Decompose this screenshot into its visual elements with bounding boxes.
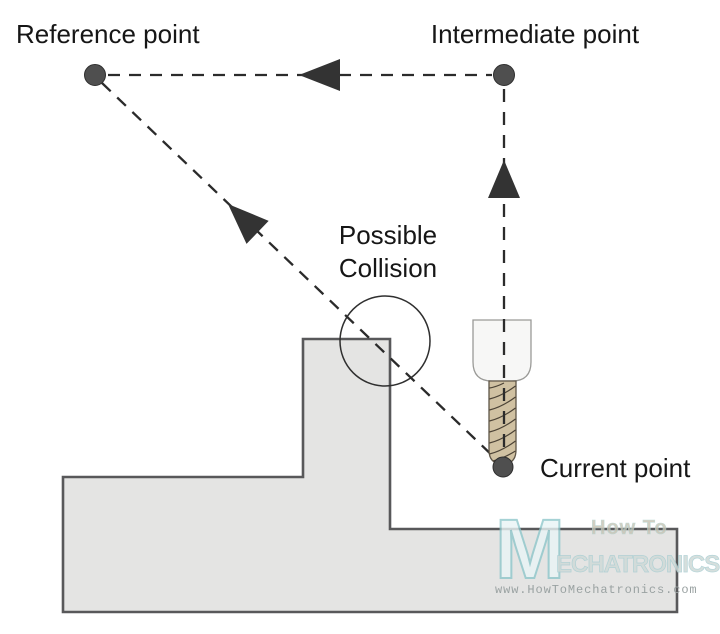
current-point-label: Current point <box>540 453 691 483</box>
intermediate-point-label: Intermediate point <box>431 19 640 49</box>
arrow-left-icon <box>299 59 340 91</box>
arrow-up-left-icon <box>228 204 269 244</box>
arrow-up-icon <box>488 160 520 198</box>
watermark-brand-line1: How To <box>591 517 668 539</box>
path-current-to-reference-collision <box>101 82 497 460</box>
current-point-dot <box>492 456 514 478</box>
drill-bit-flutes <box>489 382 516 462</box>
reference-point-dot <box>84 64 106 86</box>
possible-collision-label-line2: Collision <box>339 253 437 283</box>
spindle-collet <box>472 319 532 382</box>
collision-circle <box>339 295 431 387</box>
reference-point-label: Reference point <box>16 19 200 49</box>
intermediate-point-dot <box>493 64 515 86</box>
watermark-url: www.HowToMechatronics.com <box>495 583 698 597</box>
watermark: M How To ECHATRONICS www.HowToMechatroni… <box>494 501 720 597</box>
workpiece-shape <box>61 337 679 614</box>
possible-collision-label-line1: Possible <box>339 220 437 250</box>
drill-bit <box>488 380 517 465</box>
watermark-brand-line2: ECHATRONICS <box>556 551 720 578</box>
watermark-logo-m: M <box>495 502 565 596</box>
